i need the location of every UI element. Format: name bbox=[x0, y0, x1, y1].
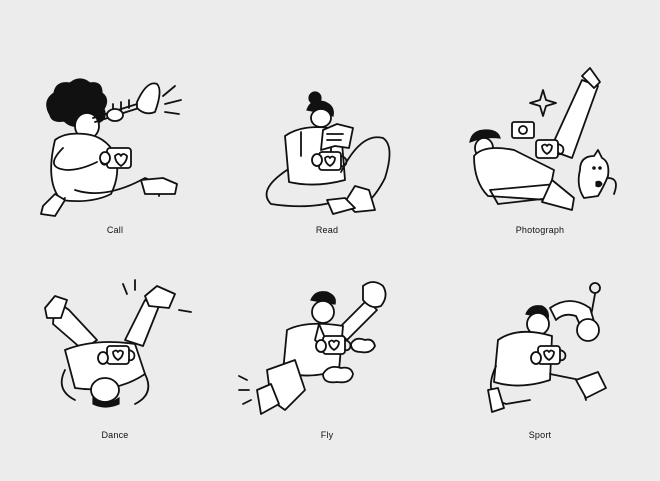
caption-call: Call bbox=[106, 225, 124, 235]
caption-fly: Fly bbox=[320, 430, 334, 440]
dance-drawing bbox=[44, 279, 192, 408]
sport-drawing bbox=[487, 282, 607, 413]
illustration-photograph: Photograph bbox=[440, 60, 640, 260]
illustration-dance: Dance bbox=[15, 270, 215, 470]
read-drawing bbox=[265, 91, 391, 215]
illustration-read: Read bbox=[227, 60, 427, 260]
call-drawing bbox=[40, 78, 182, 217]
caption-photograph: Photograph bbox=[515, 225, 565, 235]
illustration-sport: Sport bbox=[440, 270, 640, 470]
photograph-drawing bbox=[469, 67, 617, 211]
fly-drawing bbox=[238, 281, 387, 415]
illustration-call: Call bbox=[15, 60, 215, 260]
caption-read: Read bbox=[315, 225, 339, 235]
caption-dance: Dance bbox=[101, 430, 129, 440]
caption-sport: Sport bbox=[528, 430, 552, 440]
illustration-fly: Fly bbox=[227, 270, 427, 470]
